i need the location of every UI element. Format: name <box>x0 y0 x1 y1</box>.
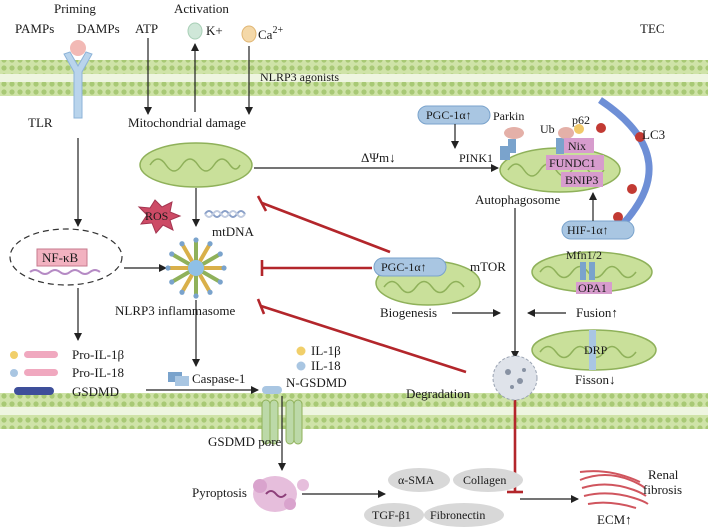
fundc1-badge <box>546 155 604 170</box>
fundc1-label: FUNDC1 <box>549 156 596 170</box>
pyroptosis-label: Pyroptosis <box>192 485 247 500</box>
mtdna-label: mtDNA <box>212 224 255 239</box>
ros-icon <box>137 199 182 234</box>
labels: Priming PAMPs DAMPs ATP Activation K+ Ca… <box>15 1 682 527</box>
k-plus-label: K+ <box>206 23 223 38</box>
ngsdmd-label: N-GSDMD <box>286 375 347 390</box>
gsdmd-pore-label: GSDMD pore <box>208 434 282 449</box>
damaged-mitochondrion-icon <box>139 142 253 188</box>
ecm-fibers-icon <box>579 470 649 509</box>
lc3-label: LC3 <box>642 127 665 142</box>
nlrp3-agonists-label: NLRP3 agonists <box>260 70 339 84</box>
tlr-label: TLR <box>28 115 53 130</box>
nucleus-icon <box>9 228 123 286</box>
mfn-label: Mfn1/2 <box>566 248 602 262</box>
pro-il1b-label: Pro-IL-1β <box>72 347 124 362</box>
caspase1-icon <box>168 372 189 386</box>
hif-label: HIF-1α↑ <box>567 223 609 237</box>
mtor-label: mTOR <box>470 259 506 274</box>
opa1-label: OPA1 <box>578 281 607 295</box>
atp-label: ATP <box>135 21 158 36</box>
pyroptotic-cell-icon <box>253 476 309 512</box>
bnip3-label: BNIP3 <box>565 173 598 187</box>
parkin-icon <box>504 127 524 153</box>
p62-label: p62 <box>572 113 590 127</box>
fibrosis-label: fibrosis <box>643 482 682 497</box>
delta-psi-label: ΔΨm↓ <box>361 150 396 165</box>
tlr-receptor-icon <box>63 40 93 119</box>
tgfb1-label: TGF-β1 <box>372 508 411 522</box>
asma-label: α-SMA <box>398 473 435 487</box>
fusion-label: Fusion↑ <box>576 305 618 320</box>
autophagosome-label: Autophagosome <box>475 192 560 207</box>
nlrp3-inflammasome-label: NLRP3 inflammasome <box>115 303 235 318</box>
ros-label: ROS <box>145 209 168 223</box>
cell-membrane-top <box>0 60 708 96</box>
gsdmd-pore-icon <box>261 399 303 445</box>
gsdmd-label: GSDMD <box>72 384 119 399</box>
pgc-top-label: PGC-1α↑ <box>426 108 472 122</box>
ub-p62-icon <box>556 124 584 154</box>
biogenesis-label: Biogenesis <box>380 305 437 320</box>
ub-label: Ub <box>540 122 555 136</box>
mito-damage-label: Mitochondrial damage <box>128 115 246 130</box>
nlrp3-inflammasome-icon <box>165 237 227 299</box>
pink1-label: PINK1 <box>459 151 493 165</box>
degradation-label: Degradation <box>406 386 471 401</box>
caspase1-label: Caspase-1 <box>192 371 245 386</box>
priming-label: Priming <box>54 1 96 16</box>
il1b-label: IL-1β <box>311 343 341 358</box>
biogenesis-mitochondrion-icon <box>373 257 481 306</box>
fisson-label: Fisson↓ <box>575 372 615 387</box>
fission-mitochondrion-icon <box>531 329 657 371</box>
pamps-label: PAMPs <box>15 21 54 36</box>
pink1-icon <box>500 146 510 160</box>
il18-label: IL-18 <box>311 358 341 373</box>
k-ion-icon <box>187 22 203 40</box>
ca-ion-icon <box>241 25 257 43</box>
fibrosis-factors <box>364 468 523 527</box>
bnip3-badge <box>561 172 603 187</box>
drp-label: DRP <box>584 343 608 357</box>
renal-label: Renal <box>648 467 679 482</box>
il-icons <box>262 346 306 394</box>
pgc-mid-label: PGC-1α↑ <box>381 260 427 274</box>
ca-label: Ca2+ <box>258 25 283 42</box>
collagen-label: Collagen <box>463 473 506 487</box>
fibronectin-label: Fibronectin <box>430 508 485 522</box>
tec-label: TEC <box>640 21 665 36</box>
mtdna-icon <box>204 210 246 218</box>
inhibition-lines <box>256 195 523 494</box>
damps-label: DAMPs <box>77 21 120 36</box>
parkin-label: Parkin <box>493 109 524 123</box>
cell-membrane-bottom <box>0 393 708 429</box>
nix-badge <box>564 138 594 153</box>
nix-label: Nix <box>568 139 586 153</box>
pro-il18-label: Pro-IL-18 <box>72 365 124 380</box>
activation-label: Activation <box>174 1 229 16</box>
fusion-mitochondria-icon <box>531 251 653 294</box>
nfkb-label: NF-κB <box>42 250 78 265</box>
hif-badge <box>561 220 635 240</box>
pro-cytokines-icons <box>10 351 58 395</box>
ecm-label: ECM↑ <box>597 512 632 527</box>
lysosome-icon <box>492 355 538 401</box>
pgc-top-badge <box>417 105 491 125</box>
